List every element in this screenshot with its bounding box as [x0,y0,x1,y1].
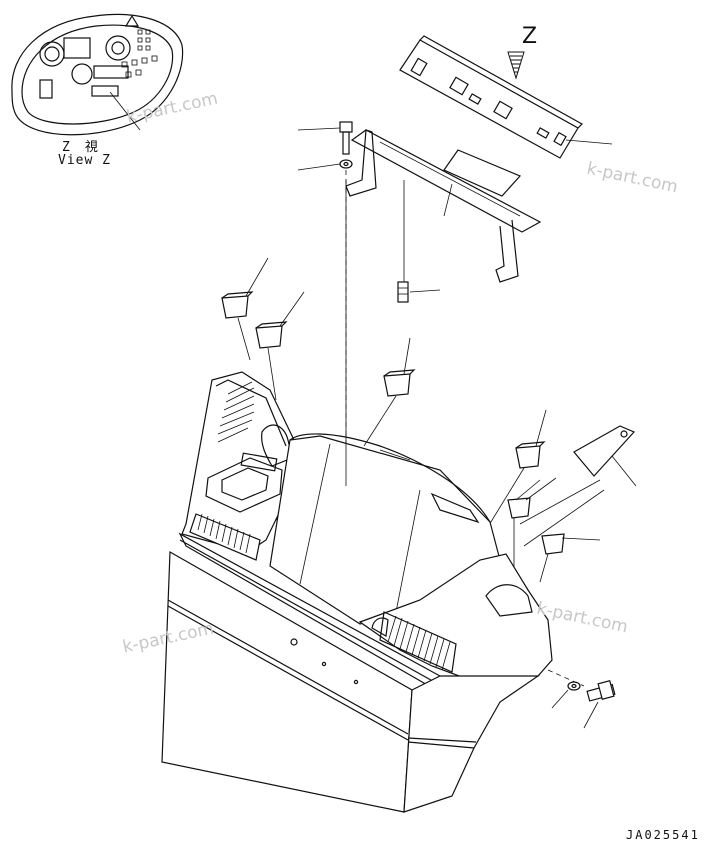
switch-clip-5 [507,477,557,574]
bolt-upper [297,121,353,171]
leader-lines [345,180,541,501]
instrument-cluster-view-z [11,13,184,136]
screw-middle [397,180,441,303]
plate [519,425,637,547]
mounting-bracket [345,129,542,283]
bolt-lower [547,669,616,729]
switch-clip-3 [363,337,416,447]
drawing-number: JA025541 [626,828,700,842]
switch-clip-1 [221,257,269,361]
z-arrow-label: Z [522,24,538,49]
switch-clip-6 [539,533,601,583]
switch-clip-2 [255,291,305,401]
view-z-label: View Z [58,153,111,168]
view-z-kanji-label: Z 視 [62,140,99,155]
switch-clip-4 [485,409,547,531]
upper-panel [399,35,613,159]
view-direction-arrow [507,51,525,80]
console-body [161,371,553,813]
